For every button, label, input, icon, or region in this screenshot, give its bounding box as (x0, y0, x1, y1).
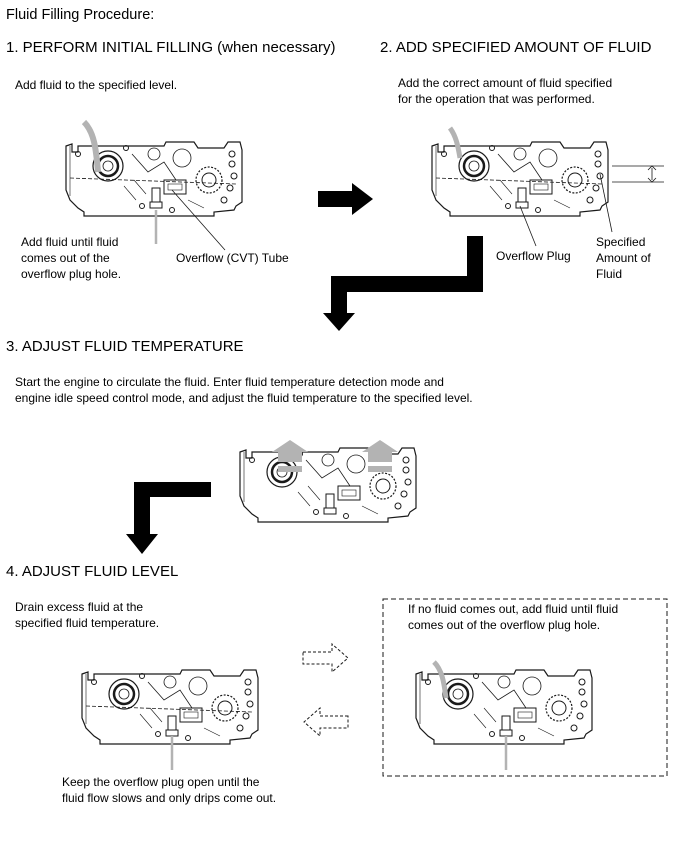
step-2-description: Add the correct amount of fluid specifie… (398, 76, 613, 106)
step-4-note-box (382, 598, 668, 777)
step-4-description: Drain excess fluid at the specified flui… (15, 600, 160, 630)
heat-up-arrow-left-icon (272, 440, 308, 462)
step-4-note-text: If no fluid comes out, add fluid until f… (408, 602, 619, 632)
step-1-transmission-illustration (64, 119, 244, 218)
step-2-heading: 2. ADD SPECIFIED AMOUNT OF FLUID (380, 39, 652, 56)
step-2-transmission-illustration (430, 126, 610, 218)
dashed-right-arrow-icon (302, 642, 349, 674)
step-1-callout-tube: Overflow (CVT) Tube (176, 251, 289, 265)
step-1-tube-leader (171, 189, 226, 251)
heat-bar-right-1 (368, 466, 392, 472)
step-4-callout-drips: Keep the overflow plug open until the fl… (62, 775, 277, 805)
step-1-description: Add fluid to the specified level. (15, 78, 178, 92)
step-4-heading: 4. ADJUST FLUID LEVEL (6, 563, 179, 580)
step-1-heading: 1. PERFORM INITIAL FILLING (when necessa… (6, 39, 336, 56)
step-2-callout-plug: Overflow Plug (496, 249, 571, 263)
step-3-heading: 3. ADJUST FLUID TEMPERATURE (6, 338, 244, 355)
step-2-dimension-arrow-icon (647, 165, 657, 183)
step-3-transmission-illustration (238, 446, 418, 524)
step-4-refill-illustration (414, 660, 594, 746)
dashed-left-arrow-icon (303, 706, 349, 738)
step-2-callout-amount: Specified Amount of Fluid (596, 235, 651, 281)
right-arrow-icon (318, 183, 373, 215)
step-2-plug-leader (519, 205, 537, 247)
step-1-callout-fill: Add fluid until fluid comes out of the o… (21, 235, 122, 281)
turn-down-arrow-icon (323, 236, 483, 331)
step-2-amount-leader (599, 173, 613, 233)
page-title: Fluid Filling Procedure: (6, 7, 155, 23)
heat-bar-left-1 (278, 466, 302, 472)
step-3-description: Start the engine to circulate the fluid.… (15, 375, 473, 405)
turn-down-arrow-2-icon (126, 482, 211, 554)
step-4-transmission-illustration (80, 668, 260, 746)
heat-up-arrow-right-icon (362, 440, 398, 462)
